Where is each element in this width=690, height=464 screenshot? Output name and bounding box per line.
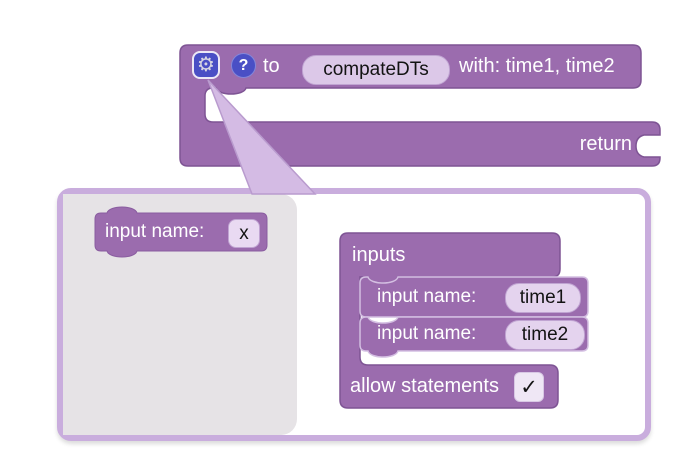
- inputs-container-label: inputs: [352, 243, 406, 266]
- input-block-time2-label: input name:: [377, 323, 477, 344]
- flyout-input-block-label: input name:: [105, 221, 205, 242]
- mutator-dialog: input name: x inputs input name: time1 i…: [57, 188, 651, 441]
- checkmark-icon: ✓: [520, 375, 538, 399]
- procedure-name-field[interactable]: compateDTs: [302, 55, 450, 85]
- mutator-dialog-content: input name: x inputs input name: time1 i…: [63, 194, 645, 435]
- gear-icon: ⚙: [197, 54, 215, 76]
- procedure-params-label: with: time1, time2: [459, 55, 615, 77]
- input-name-field-time1[interactable]: time1: [505, 283, 581, 313]
- mutator-gear-button[interactable]: ⚙: [192, 51, 220, 79]
- input-block-time1-label: input name:: [377, 286, 477, 307]
- return-label: return: [579, 132, 632, 155]
- help-button[interactable]: ?: [231, 53, 256, 78]
- question-mark-icon: ?: [238, 56, 249, 74]
- input-name-field-time2[interactable]: time2: [505, 320, 585, 350]
- procedure-prefix-label: to: [263, 55, 280, 77]
- allow-statements-label: allow statements: [350, 375, 499, 397]
- flyout-input-block-shape[interactable]: [94, 206, 268, 258]
- allow-statements-checkbox[interactable]: ✓: [514, 372, 544, 402]
- flyout-input-name-field[interactable]: x: [228, 219, 260, 248]
